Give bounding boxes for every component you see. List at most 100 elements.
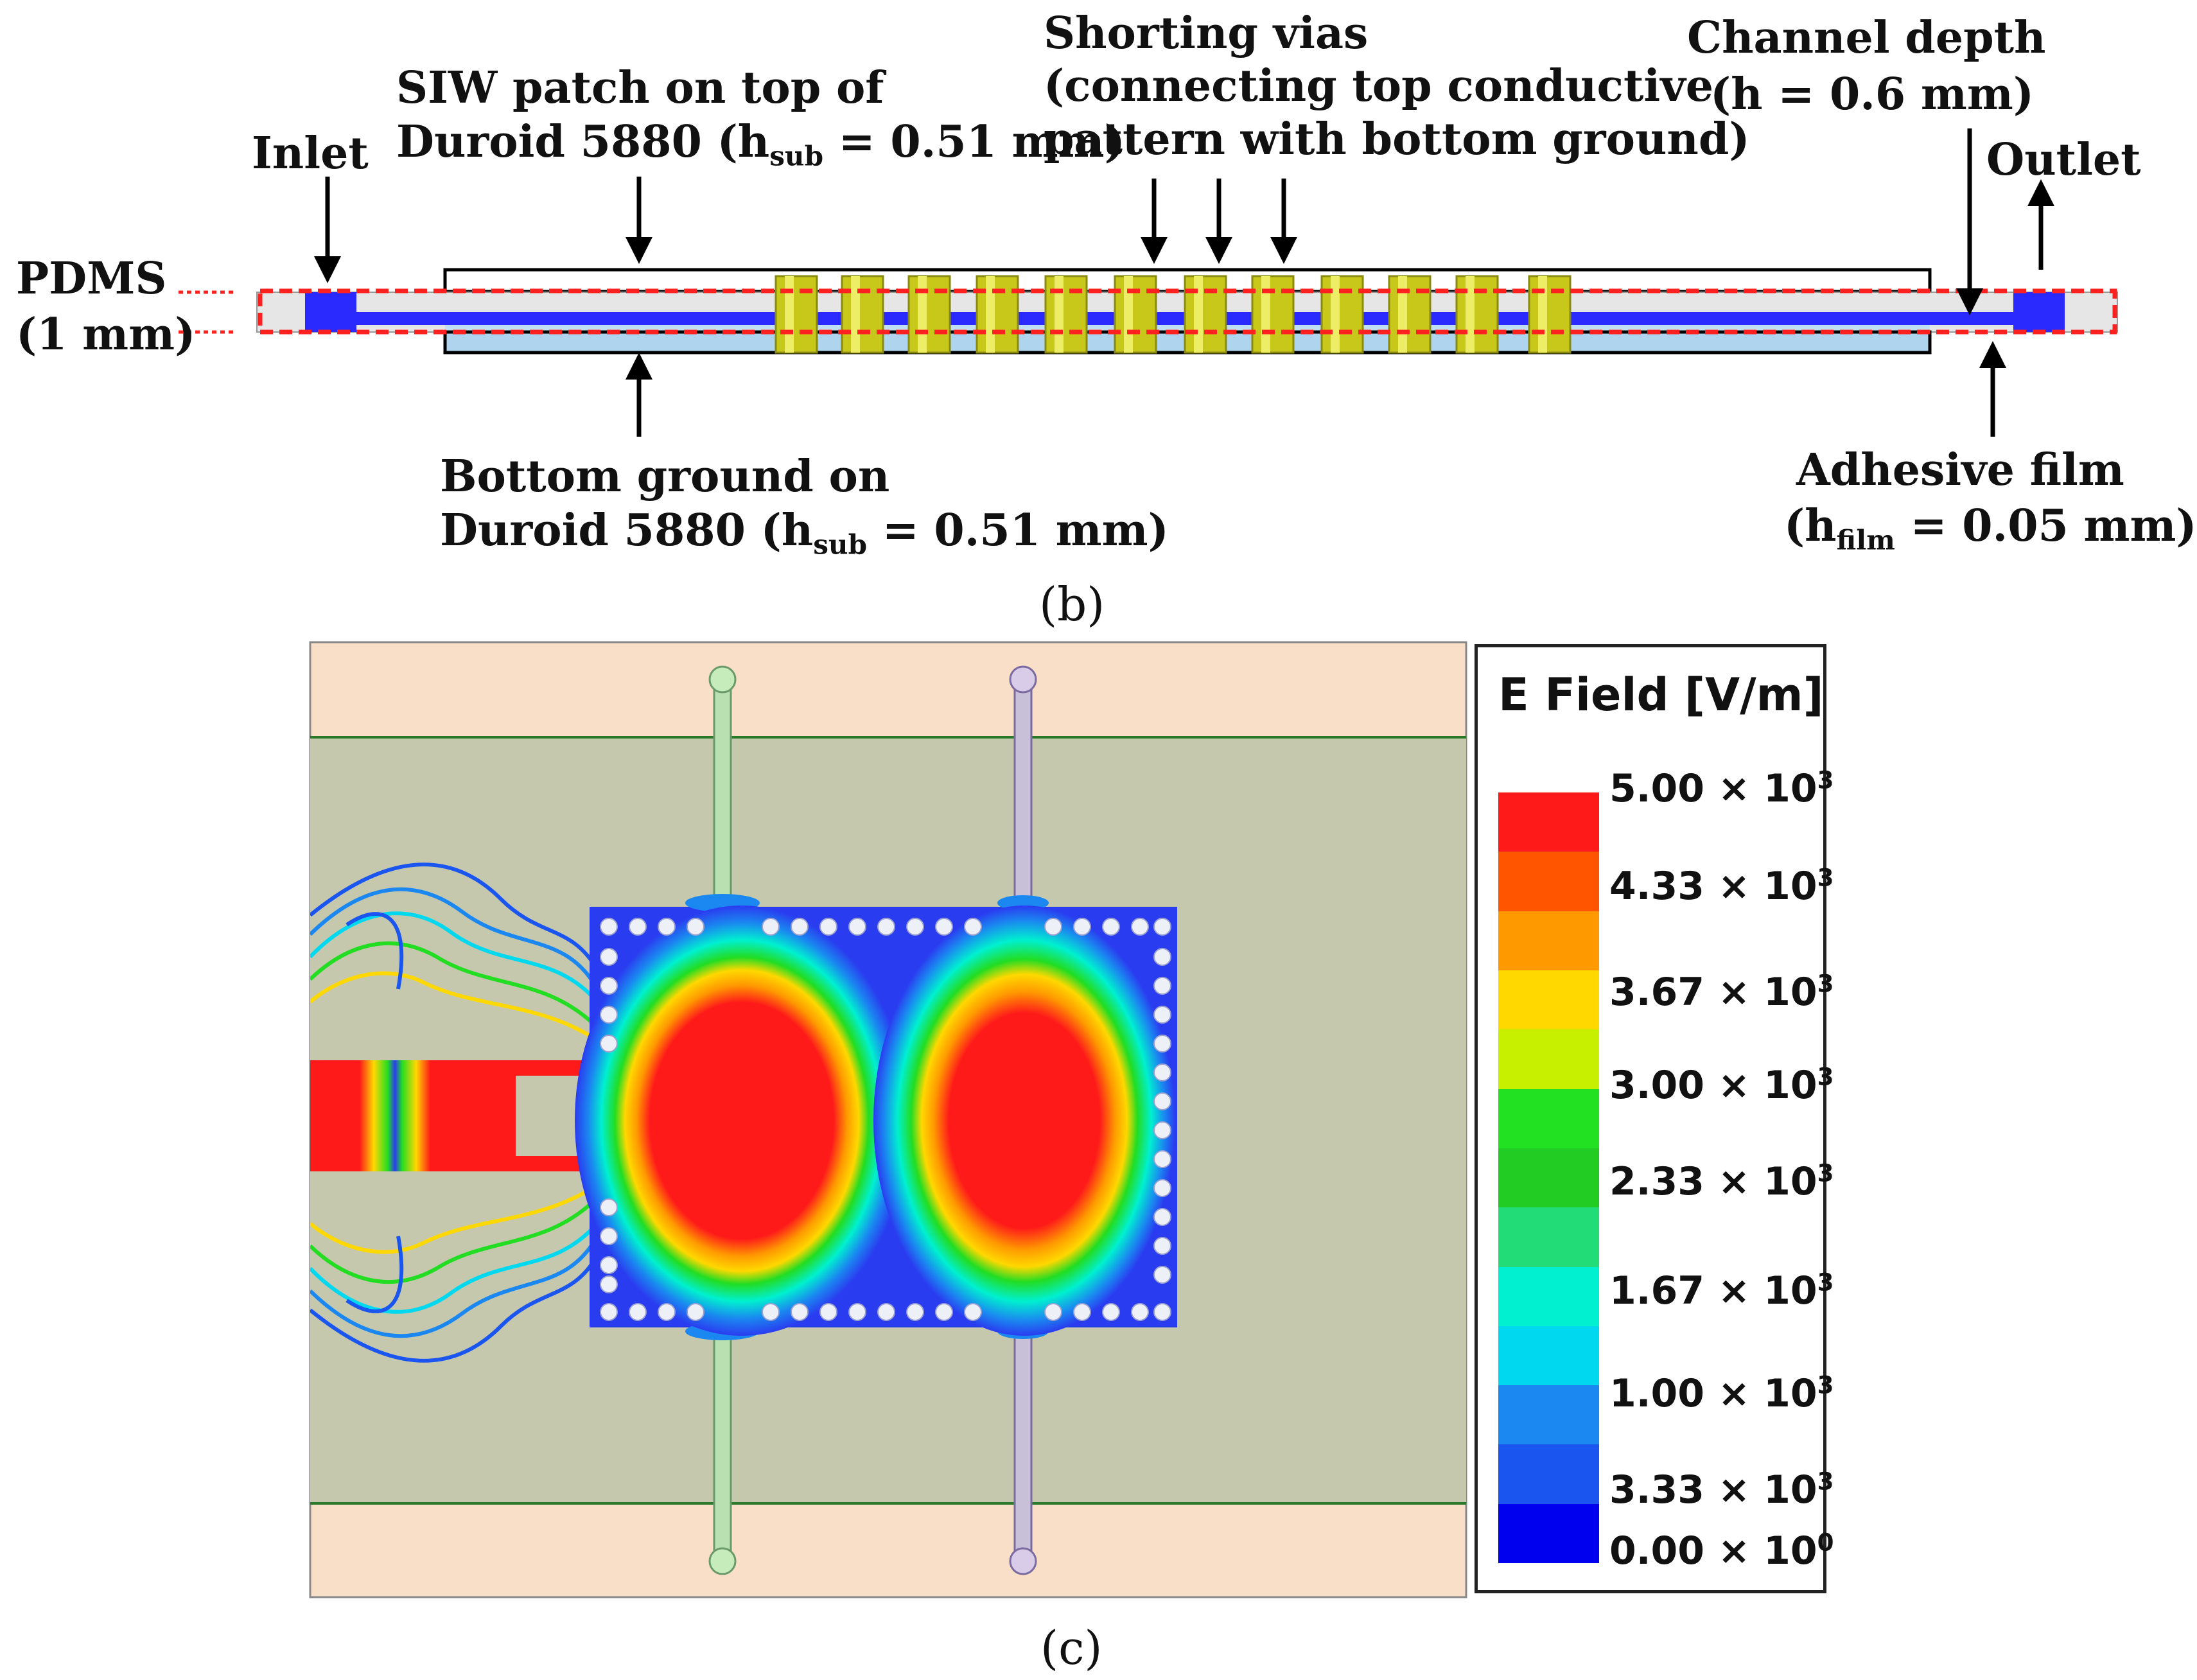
channel-label-line1: Channel depth [1687,12,2046,64]
shorting-via-highlight [918,276,927,353]
siw-via-hole [658,918,676,936]
legend-tick-label: 2.33 × 103 [1609,1159,1834,1204]
siw-via-hole [1102,1303,1120,1321]
caption-b: (b) [1039,577,1105,631]
siw-via-hole [906,1303,924,1321]
shorting-via [1528,275,1571,354]
siw-via-hole [819,918,837,936]
siw-via-hole [687,918,705,936]
siw-via-hole [687,1303,705,1321]
patch-edge-glow-4 [997,1324,1049,1339]
siw-via-hole [1153,1237,1171,1255]
siw-via-hole [1153,1092,1171,1110]
siw-via-hole [1153,1121,1171,1139]
vias-label-line3: pattern with bottom ground) [1044,114,1750,165]
ground-label-line2: Duroid 5880 (hsub = 0.51 mm) [440,505,1169,561]
channel-1-port-top [708,665,737,694]
siw-via-hole [964,1303,982,1321]
vias-label-line2: (connecting top conductive [1044,60,1713,112]
siw-via-hole [935,1303,953,1321]
legend-tick-label: 1.00 × 103 [1609,1370,1834,1416]
siw-via-hole [877,918,895,936]
channel-2-port-top [1009,665,1037,694]
shorting-via-highlight [1055,276,1063,353]
field-mode-left [575,906,909,1336]
outlet-label: Outlet [1986,134,2141,186]
colorbar-segment [1498,1326,1599,1386]
patch-edge-glow-1 [685,894,760,912]
legend-title: E Field [V/m] [1498,669,1824,721]
film-label-line1: Adhesive film [1796,444,2124,496]
siw-via-hole [1153,1208,1171,1226]
legend-tick-label: 3.00 × 103 [1609,1062,1834,1108]
legend-tick-label: 5.00 × 103 [1609,766,1834,811]
colorbar-segment [1498,1444,1599,1504]
siw-label-line1: SIW patch on top of [396,62,884,114]
colorbar-segment [1498,970,1599,1030]
shorting-via [1114,275,1157,354]
channel-1-tube [713,678,732,1562]
patch-edge-glow-2 [685,1322,760,1340]
feed-edge-gradient [588,1066,617,1166]
feed-line [310,1060,516,1171]
siw-via-hole [762,1303,780,1321]
pdms-dashed-outline [258,288,2117,335]
siw-via-hole [1153,1179,1171,1197]
legend-tick-label: 3.67 × 103 [1609,969,1834,1015]
panel-b-diagram [179,128,2118,437]
siw-via-hole [848,918,866,936]
colorbar-segment [1498,1148,1599,1208]
colorbar-segment [1498,911,1599,970]
shorting-via [1320,275,1364,354]
siw-via-hole [848,1303,866,1321]
shorting-via [1184,275,1227,354]
siw-via-hole [791,1303,809,1321]
colorbar-segment [1498,1207,1599,1267]
siw-via-hole [877,1303,895,1321]
feed-gap [360,1060,430,1171]
siw-via-hole [906,918,924,936]
feed-taper [516,1060,617,1171]
shorting-via-highlight [851,276,860,353]
legend-tick-label: 4.33 × 103 [1609,863,1834,909]
pdms-label-line1: PDMS [16,253,167,304]
shorting-via [907,275,951,354]
siw-via-hole [600,1006,618,1024]
shorting-via [1455,275,1499,354]
channel-2-tube [1013,678,1033,1562]
siw-label-line2: Duroid 5880 (hsub = 0.51 mm) [396,116,1125,172]
siw-via-hole [964,918,982,936]
colorbar-segment [1498,1029,1599,1089]
caption-c: (c) [1040,1621,1103,1675]
patch-edge-glow-3 [997,895,1049,911]
shorting-via-highlight [1466,276,1475,353]
siw-patch [590,907,1177,1327]
shorting-via [1251,275,1295,354]
shorting-via-highlight [785,276,794,353]
shorting-via [775,275,818,354]
shorting-via-highlight [1194,276,1203,353]
siw-via-hole [600,1275,618,1293]
plot-background [309,641,1467,1598]
siw-via-hole [629,918,647,936]
colorbar-segment [1498,1503,1599,1564]
siw-via-hole [1153,1303,1171,1321]
legend-tick-label: 3.33 × 103 [1609,1467,1834,1512]
siw-via-hole [935,918,953,936]
shorting-via-highlight [1331,276,1340,353]
inlet-block [305,292,356,332]
siw-via-hole [1153,1150,1171,1168]
inlet-label: Inlet [252,128,369,179]
siw-via-hole [1044,918,1062,936]
outlet-block [2013,292,2065,332]
siw-via-hole [600,1198,618,1216]
shorting-via [1044,275,1088,354]
shorting-via-highlight [1124,276,1133,353]
legend-tick-label: 0.00 × 100 [1609,1528,1834,1573]
channel-1-port-bottom [708,1547,737,1575]
vias-label-line1: Shorting vias [1044,8,1369,59]
siw-via-hole [1153,918,1171,936]
siw-via-hole [629,1303,647,1321]
legend-tick-label: 1.67 × 103 [1609,1268,1834,1313]
shorting-via [976,275,1019,354]
